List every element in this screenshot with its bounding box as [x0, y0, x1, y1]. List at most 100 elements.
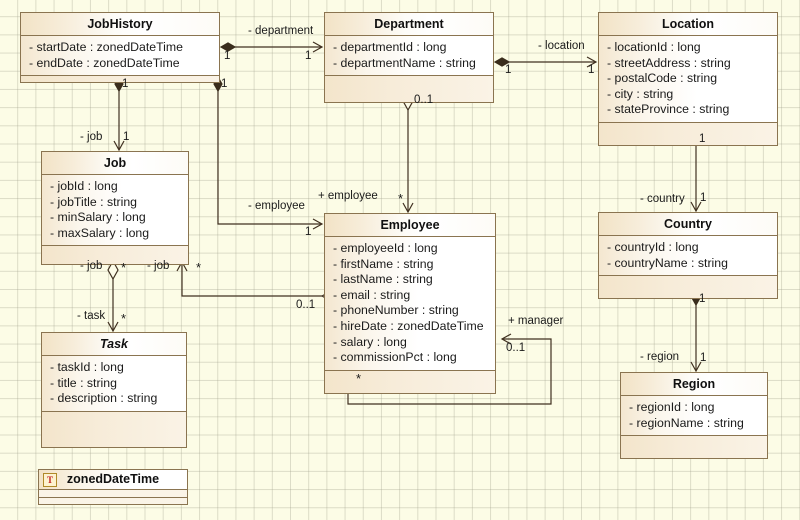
mult-country-region-tgt: 1	[700, 352, 707, 364]
attribute: - salary : long	[333, 334, 407, 349]
class-job-title: Job	[42, 152, 188, 175]
label-location-role: - location	[538, 40, 585, 52]
datatype-attributes-compartment	[39, 490, 187, 498]
class-region-operations	[621, 436, 767, 459]
attribute: - jobId : long	[50, 179, 118, 193]
class-job-attributes: - jobId : long - jobTitle : string - min…	[42, 175, 188, 247]
mult-location-country-tgt: 1	[700, 192, 707, 204]
attribute: - endDate : zonedDateTime	[29, 55, 180, 70]
attribute: - email : string	[333, 287, 411, 302]
attribute: - lastName : string	[333, 272, 433, 287]
attribute: - phoneNumber : string	[333, 303, 459, 318]
attribute: - departmentName : string	[333, 55, 476, 70]
class-task-operations	[42, 411, 186, 447]
label-job-task-tgt-role: - task	[77, 310, 106, 322]
mult-job-employee-src: *	[196, 260, 202, 275]
class-department-attributes: - departmentId : long - departmentName :…	[325, 36, 493, 77]
diamond-department-location	[493, 57, 511, 67]
datatype-name-label: zonedDateTime	[66, 472, 160, 486]
class-task[interactable]: Task - taskId : long - title : string - …	[41, 332, 187, 448]
class-job-operations	[42, 246, 188, 265]
class-location-operations	[599, 122, 777, 145]
mult-department-location-src: 1	[505, 64, 512, 76]
attribute: - regionName : string	[629, 415, 744, 430]
datatype-zoneddatetime-title: T zonedDateTime	[39, 470, 187, 490]
class-employee[interactable]: Employee - employeeId : long - firstName…	[324, 213, 496, 394]
class-country-title: Country	[599, 213, 777, 236]
attribute: - description : string	[50, 391, 158, 406]
class-location-attributes: - locationId : long - streetAddress : st…	[599, 36, 777, 123]
label-job-employee-role: - job	[147, 260, 170, 272]
attribute: - title : string	[50, 375, 117, 390]
attribute: - employeeId : long	[333, 241, 438, 255]
mult-jobhistory-employee-src: 1	[221, 78, 228, 90]
class-job[interactable]: Job - jobId : long - jobTitle : string -…	[41, 151, 189, 266]
label-country-role: - country	[640, 193, 685, 205]
datatype-operations-compartment	[39, 498, 187, 504]
class-department-operations	[325, 76, 493, 103]
mult-jobhistory-employee-tgt: 1	[305, 226, 312, 238]
class-task-attributes: - taskId : long - title : string - descr…	[42, 356, 186, 412]
attribute: - city : string	[607, 86, 674, 101]
mult-employee-manager-src: *	[356, 371, 362, 386]
attribute: - countryName : string	[607, 255, 728, 270]
class-jobhistory[interactable]: JobHistory - startDate : zonedDateTime -…	[20, 12, 220, 84]
class-department-title: Department	[325, 13, 493, 36]
attribute: - hireDate : zonedDateTime	[333, 318, 484, 333]
attribute: - firstName : string	[333, 256, 434, 271]
mult-department-location-tgt: 1	[588, 64, 595, 76]
attribute: - maxSalary : long	[50, 225, 150, 240]
edge-employee-manager	[347, 333, 552, 405]
label-employee-plus-role: + employee	[318, 190, 378, 202]
class-jobhistory-title: JobHistory	[21, 13, 219, 36]
class-country-attributes: - countryId : long - countryName : strin…	[599, 236, 777, 277]
mult-department-employee-tgt: *	[398, 191, 404, 206]
label-region-role: - region	[640, 351, 679, 363]
mult-job-task-src: *	[121, 260, 127, 275]
attribute: - locationId : long	[607, 40, 701, 54]
class-location-title: Location	[599, 13, 777, 36]
mult-job-employee-tgt: 0..1	[296, 299, 316, 311]
diamond-job-task	[107, 259, 119, 281]
attribute: - taskId : long	[50, 360, 124, 374]
attribute: - countryId : long	[607, 240, 699, 254]
type-badge-icon: T	[43, 473, 57, 487]
label-manager-role: + manager	[508, 315, 564, 327]
attribute: - regionId : long	[629, 400, 715, 414]
mult-jobhistory-job-tgt: 1	[123, 131, 130, 143]
attribute: - minSalary : long	[50, 210, 146, 225]
class-country[interactable]: Country - countryId : long - countryName…	[598, 212, 778, 300]
edge-jobhistory-employee	[217, 91, 324, 230]
label-employee-role: - employee	[248, 200, 305, 212]
attribute: - commissionPct : long	[333, 350, 457, 365]
class-jobhistory-attributes: - startDate : zonedDateTime - endDate : …	[21, 36, 219, 77]
class-employee-title: Employee	[325, 214, 495, 237]
mult-job-task-tgt: *	[121, 311, 127, 326]
class-region[interactable]: Region - regionId : long - regionName : …	[620, 372, 768, 460]
attribute: - streetAddress : string	[607, 55, 731, 70]
class-location[interactable]: Location - locationId : long - streetAdd…	[598, 12, 778, 146]
mult-jobhistory-job-src: 1	[122, 78, 129, 90]
class-employee-attributes: - employeeId : long - firstName : string…	[325, 237, 495, 371]
datatype-zoneddatetime[interactable]: T zonedDateTime	[38, 469, 188, 505]
class-employee-operations	[325, 370, 495, 393]
mult-jobhistory-department-tgt: 1	[305, 50, 312, 62]
diamond-jobhistory-department	[219, 42, 237, 52]
attribute: - departmentId : long	[333, 40, 447, 54]
class-region-attributes: - regionId : long - regionName : string	[621, 396, 767, 437]
class-region-title: Region	[621, 373, 767, 396]
attribute: - postalCode : string	[607, 71, 718, 86]
class-task-title: Task	[42, 333, 186, 356]
mult-country-region-src: 1	[699, 293, 706, 305]
label-job-task-src-role: - job	[80, 260, 103, 272]
class-department[interactable]: Department - departmentId : long - depar…	[324, 12, 494, 104]
class-country-operations	[599, 276, 777, 299]
class-jobhistory-operations	[21, 76, 219, 83]
mult-jobhistory-department-src: 1	[224, 50, 231, 62]
mult-employee-manager-tgt: 0..1	[506, 342, 526, 354]
attribute: - jobTitle : string	[50, 194, 138, 209]
mult-department-employee-src: 0..1	[414, 94, 434, 106]
mult-location-country-src: 1	[699, 133, 706, 145]
edge-job-employee	[176, 260, 322, 297]
